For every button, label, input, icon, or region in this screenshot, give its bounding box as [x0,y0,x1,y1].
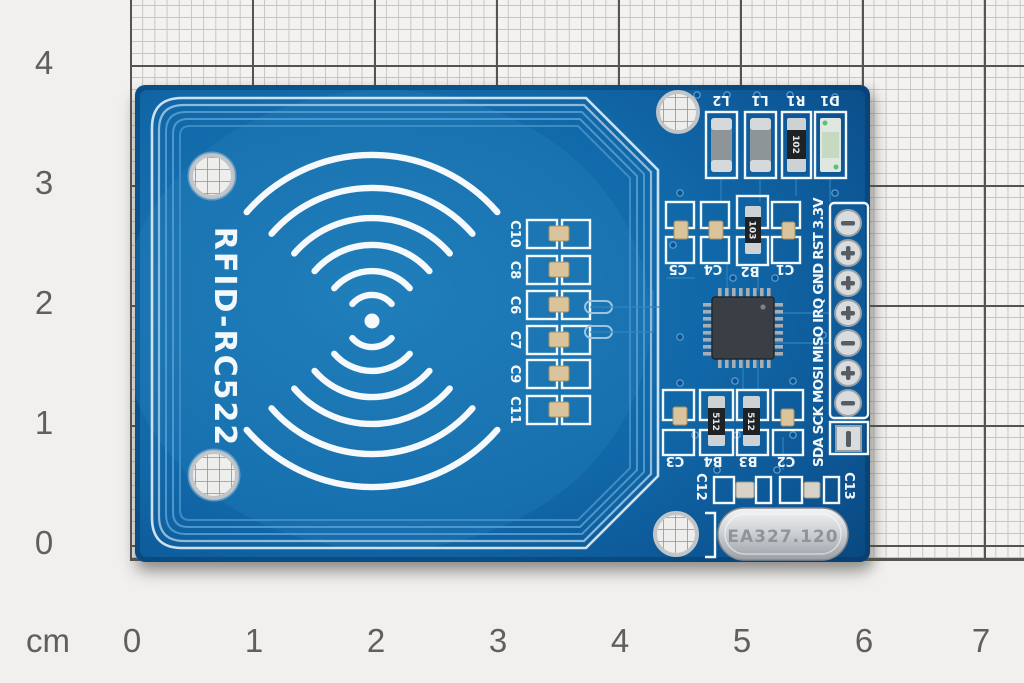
capacitor-c12 [735,481,755,499]
component-label: C2 [777,453,796,468]
resistor-b2: 103 [745,206,761,254]
header-pad-square [835,425,862,452]
circuit-traces [590,178,831,470]
board-title-silkscreen: RFID-RC522 [207,227,242,447]
pin-labels-silkscreen: SDA SCK MOSI MISO IRQ GND RST 3.3V [811,197,827,467]
capacitor-c4 [708,220,724,240]
capacitor-c5 [673,220,689,240]
ruler-x-label: 5 [732,622,752,659]
component-label: R1 [786,92,805,107]
ruler-y-label: 2 [34,284,54,321]
capacitor-c1 [781,221,796,240]
component-label: L1 [751,92,768,107]
ruler-x-label: 3 [488,622,508,659]
cap-label: C13 [841,472,856,500]
inductor-l2 [711,118,732,172]
cap-label: C7 [507,331,522,350]
component-label: C4 [704,261,723,276]
resistor-marking: 512 [745,412,755,431]
component-label: D1 [820,92,840,107]
resistor-marking: 512 [710,412,720,431]
component-label: C5 [669,261,688,276]
left-capacitor-column: C10 C8 C6 C7 C9 C11 [507,218,592,426]
cap-label: C12 [693,473,708,501]
cap-label: C10 [507,220,522,248]
component-label: C3 [666,453,685,468]
resistor-b4: 512 [708,396,725,446]
mounting-hole [187,151,237,201]
signal-center-dot [364,313,380,329]
pcb-graphic: RFID-RC522 C10 C8 C6 C7 C9 [135,85,870,562]
ruler-x-label: 7 [971,622,991,659]
component-label: B2 [741,263,760,278]
chip-pin1-dot [760,304,766,310]
mounting-hole [187,448,241,502]
rfid-rc522-board: RFID-RC522 C10 C8 C6 C7 C9 [135,85,870,562]
cap-label: C6 [507,296,522,315]
ruler-x-label: 1 [244,622,264,659]
component-label: L2 [712,92,729,107]
ruler-x-label: 6 [854,622,874,659]
ruler-unit-label: cm [26,622,70,659]
ruler-y-label: 0 [34,524,54,561]
middle-component-row: 103 C5 C4 B2 C1 [664,194,802,278]
ruler-x-label: 2 [366,622,386,659]
cap-label: C8 [507,261,522,280]
cap-label: C9 [507,365,522,384]
mounting-hole [656,90,700,134]
signal-arcs-silkscreen [243,151,501,491]
header-pads [834,209,862,452]
mfrc522-chip [703,288,783,368]
antenna-coil-traces [150,96,660,550]
ruler-y-label: 1 [34,404,54,441]
capacitor-c2 [780,408,795,427]
capacitor-c13 [803,481,821,499]
ruler-y-label: 4 [34,44,54,81]
antenna-area-sheen [135,90,650,550]
inductor-l1 [750,118,771,172]
resistor-b3: 512 [743,396,760,446]
pin-header: SDA SCK MOSI MISO IRQ GND RST 3.3V [811,197,870,467]
capacitor-c3 [672,406,688,426]
resistor-r1: 102 [787,118,806,172]
led-d1 [820,118,841,172]
component-label: B4 [704,453,723,468]
mounting-holes [187,90,700,557]
via-dots [669,91,839,474]
resistor-marking: 102 [790,135,800,154]
mounting-hole [653,511,699,557]
crystal-marking: EA327.120 [727,527,838,547]
top-component-row: 102 L2 L1 R1 D1 [704,92,848,180]
crystal-oscillator: EA327.120 [705,507,849,561]
cap-label: C11 [507,396,522,424]
bottom-component-row: 512 512 C3 B4 B3 C2 [661,388,805,468]
ruler-x-label: 4 [610,622,630,659]
component-label: C1 [776,261,795,276]
ruler-x-label: 0 [122,622,142,659]
c12-c13-row: C12 C13 [693,472,856,505]
resistor-marking: 103 [747,221,757,240]
component-label: B3 [739,453,758,468]
ruler-y-label: 3 [34,164,54,201]
